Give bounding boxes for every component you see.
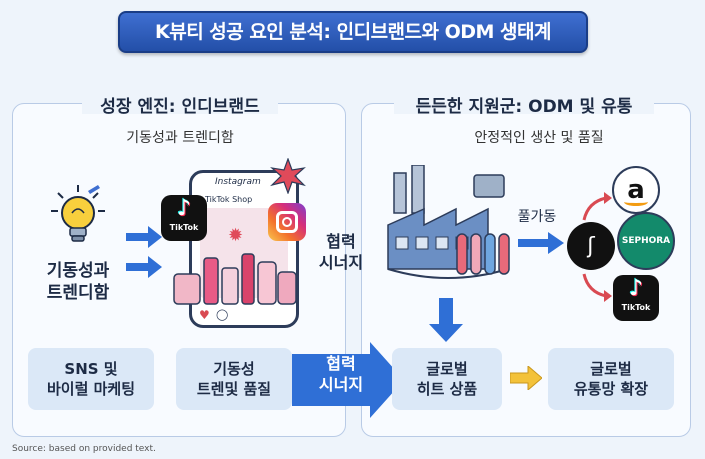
tiktok-badge-label: TikTok bbox=[169, 223, 199, 232]
tiktok-distribution-note-icon: ♪ bbox=[628, 276, 644, 301]
source-note: Source: based on provided text. bbox=[12, 444, 156, 454]
sephora-logo-mark: ʃ bbox=[567, 222, 615, 270]
arrow-to-phone-bottom bbox=[126, 256, 162, 278]
synergy-arrow-line2: 시너지 bbox=[318, 374, 364, 394]
instagram-camera-icon bbox=[276, 211, 298, 233]
tiktok-logo: ♪ TikTok bbox=[161, 195, 207, 241]
synergy-arrow bbox=[292, 342, 404, 418]
tiktok-distribution-logo: ♪ TikTok bbox=[613, 275, 659, 321]
right-panel-subtitle: 안정적인 생산 및 품질 bbox=[474, 130, 604, 146]
sephora-flame-icon: ʃ bbox=[587, 233, 595, 259]
arrow-down-to-hit bbox=[429, 298, 463, 342]
chat-icon: ◯ bbox=[216, 308, 229, 321]
sephora-logo: SEPHORA bbox=[617, 212, 675, 270]
test-tubes-icon bbox=[456, 233, 510, 275]
sns-marketing-line2: 바이럴 마케팅 bbox=[46, 380, 136, 398]
global-hit-line1: 글로벌 bbox=[426, 359, 468, 378]
agility-label-line1: 기동성과 bbox=[46, 261, 110, 281]
instagram-logo bbox=[268, 203, 306, 241]
gear-icon: ✹ bbox=[228, 225, 244, 246]
title-banner bbox=[118, 11, 588, 53]
amazon-smile-icon bbox=[624, 198, 648, 206]
agility-quality-box: 기동성 트렌및 품질 bbox=[176, 348, 292, 410]
global-distribution-line2: 유통망 확장 bbox=[573, 380, 649, 398]
tiktok-note-icon: ♪ bbox=[176, 196, 192, 221]
instagram-lens-icon bbox=[282, 217, 292, 227]
synergy-mid-line2: 시너지 bbox=[318, 252, 364, 272]
global-distribution-line1: 글로벌 bbox=[590, 359, 632, 378]
agility-quality-line1: 기동성 bbox=[213, 359, 255, 378]
global-hit-box: 글로벌 히트 상품 bbox=[392, 348, 502, 410]
factory-icon bbox=[387, 165, 509, 279]
sns-marketing-box: SNS 및 바이럴 마케팅 bbox=[28, 348, 154, 410]
phone-shop-label: TikTok Shop bbox=[205, 195, 253, 204]
sns-marketing-line1: SNS 및 bbox=[64, 359, 118, 378]
red-arrow-up bbox=[582, 192, 612, 221]
global-distribution-box: 글로벌 유통망 확장 bbox=[548, 348, 674, 410]
synergy-arrow-label: 협력 시너지 bbox=[306, 354, 376, 396]
synergy-arrow-line1: 협력 bbox=[326, 354, 356, 373]
full-capacity-label: 풀가동 bbox=[517, 209, 557, 225]
agility-label: 기동성과 트렌디함 bbox=[30, 260, 126, 304]
amazon-logo: a bbox=[612, 166, 660, 214]
arrow-to-distribution bbox=[518, 232, 564, 254]
phone-app-name: Instagram bbox=[215, 177, 261, 187]
global-hit-line2: 히트 상품 bbox=[416, 380, 478, 398]
synergy-mid-line1: 협력 bbox=[326, 232, 356, 251]
red-arrow-down bbox=[582, 273, 612, 302]
yellow-arrow bbox=[510, 366, 542, 390]
left-panel-title: 성장 엔진: 인디브랜드 bbox=[82, 92, 278, 117]
right-panel-title: 든든한 지원군: ODM 및 유통 bbox=[394, 92, 654, 117]
cosmetics-products-icon bbox=[173, 253, 297, 305]
page-title: K뷰티 성공 요인 분석: 인디브랜드와 ODM 생태계 bbox=[154, 21, 552, 43]
sephora-logo-text: SEPHORA bbox=[621, 236, 671, 246]
heart-icon: ♥ bbox=[199, 308, 210, 322]
agility-quality-line2: 트렌및 품질 bbox=[196, 380, 272, 398]
tiktok-distribution-label: TikTok bbox=[621, 303, 651, 312]
lightbulb-icon bbox=[51, 185, 105, 242]
agility-label-line2: 트렌디함 bbox=[46, 283, 110, 304]
trend-burst-icon bbox=[270, 158, 306, 194]
left-panel-subtitle: 기동성과 트렌디함 bbox=[126, 130, 234, 146]
synergy-mid-label: 협력 시너지 bbox=[309, 232, 373, 274]
arrow-to-phone-top bbox=[126, 226, 162, 248]
amazon-logo-letter: a bbox=[627, 175, 645, 205]
